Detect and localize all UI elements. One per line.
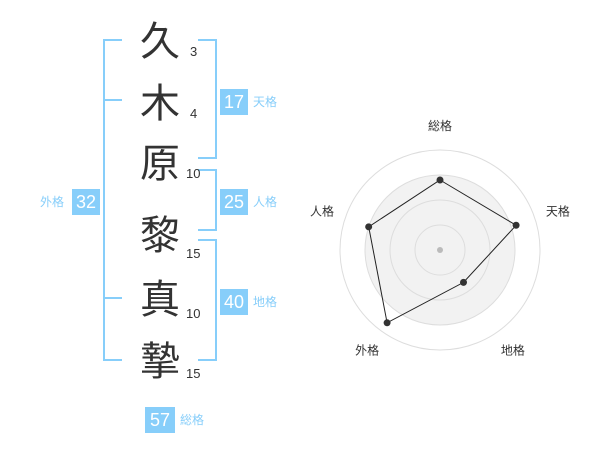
radar-axis-label-3: 外格	[355, 342, 379, 357]
tenkaku-label: 天格	[253, 95, 278, 109]
chikaku-label: 地格	[253, 295, 278, 309]
stroke-count-1: 3	[190, 44, 198, 59]
soukaku-score: 57	[145, 407, 175, 433]
gaikaku-bracket	[103, 39, 122, 361]
name-char-2: 木	[140, 81, 180, 127]
name-char-3: 原	[140, 141, 180, 187]
radar-point-1	[512, 221, 520, 229]
stroke-count-3: 10	[186, 166, 201, 181]
tenkaku-bracket	[198, 39, 217, 159]
gaikaku-label: 外格	[40, 195, 65, 209]
radar-center-dot	[437, 247, 443, 253]
gaikaku-score: 32	[72, 189, 100, 215]
name-char-5: 真	[140, 277, 180, 323]
stroke-count-4: 15	[186, 246, 201, 261]
radar-axis-label-1: 天格	[546, 204, 570, 219]
jinkaku-score: 25	[220, 189, 248, 215]
jinkaku-bracket	[198, 169, 217, 231]
soukaku-label: 総格	[180, 413, 205, 427]
jinkaku-label: 人格	[253, 195, 278, 209]
chikaku-bracket	[198, 239, 217, 361]
name-char-6: 摯	[140, 339, 180, 385]
name-char-4: 黎	[140, 213, 180, 259]
chikaku-score: 40	[220, 289, 248, 315]
radar-point-3	[383, 319, 391, 327]
radar-points	[365, 176, 520, 327]
stroke-count-6: 15	[186, 366, 201, 381]
radar-axis-label-2: 地格	[501, 342, 525, 357]
radar-series-polygon	[368, 179, 517, 324]
radar-point-2	[460, 278, 468, 286]
tenkaku-score: 17	[220, 89, 248, 115]
stroke-count-5: 10	[186, 306, 201, 321]
name-char-1: 久	[140, 19, 180, 65]
radar-point-0	[436, 176, 444, 184]
radar-axis-label-4: 人格	[310, 204, 334, 219]
radar-axis-label-0: 総格	[428, 118, 452, 133]
radar-point-4	[365, 223, 373, 231]
stroke-count-2: 4	[190, 106, 198, 121]
